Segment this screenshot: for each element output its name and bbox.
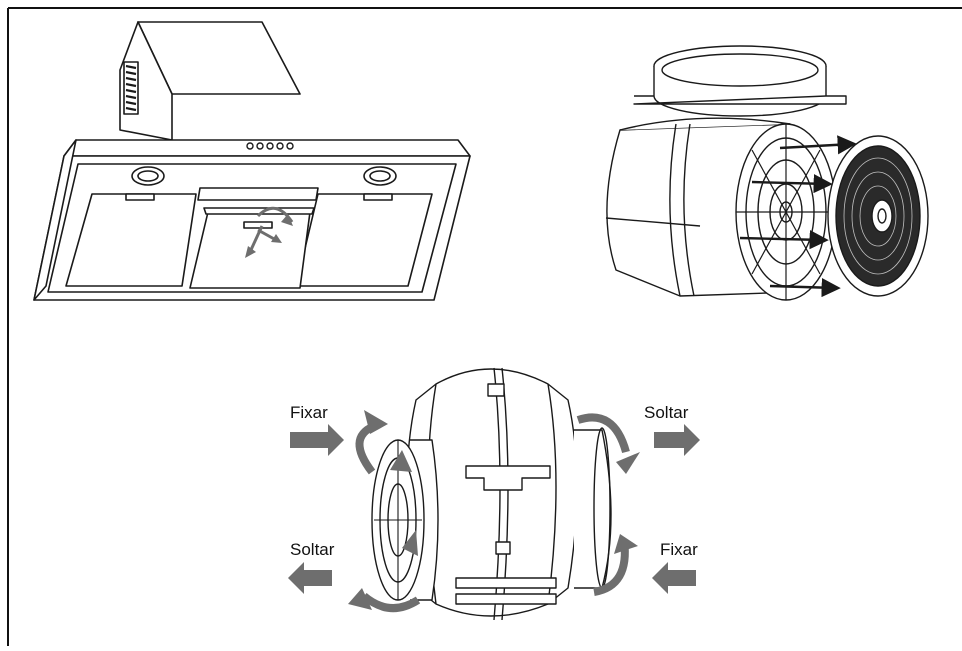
label-soltar-left: Soltar — [290, 540, 335, 559]
cooker-hood-icon — [33, 21, 471, 301]
motor-rotation-icon — [371, 367, 612, 621]
motor-with-carbon-filter-icon — [605, 45, 929, 301]
label-fixar-left: Fixar — [290, 403, 328, 422]
label-fixar-right: Fixar — [660, 540, 698, 559]
page-frame — [7, 7, 962, 646]
label-soltar-right: Soltar — [644, 403, 689, 422]
rotation-arrowhead-icon — [348, 410, 640, 610]
filter-removal-arrow-icon — [245, 206, 294, 258]
direction-arrow-icon — [288, 424, 700, 594]
assembly-arrow-icon — [739, 135, 857, 298]
